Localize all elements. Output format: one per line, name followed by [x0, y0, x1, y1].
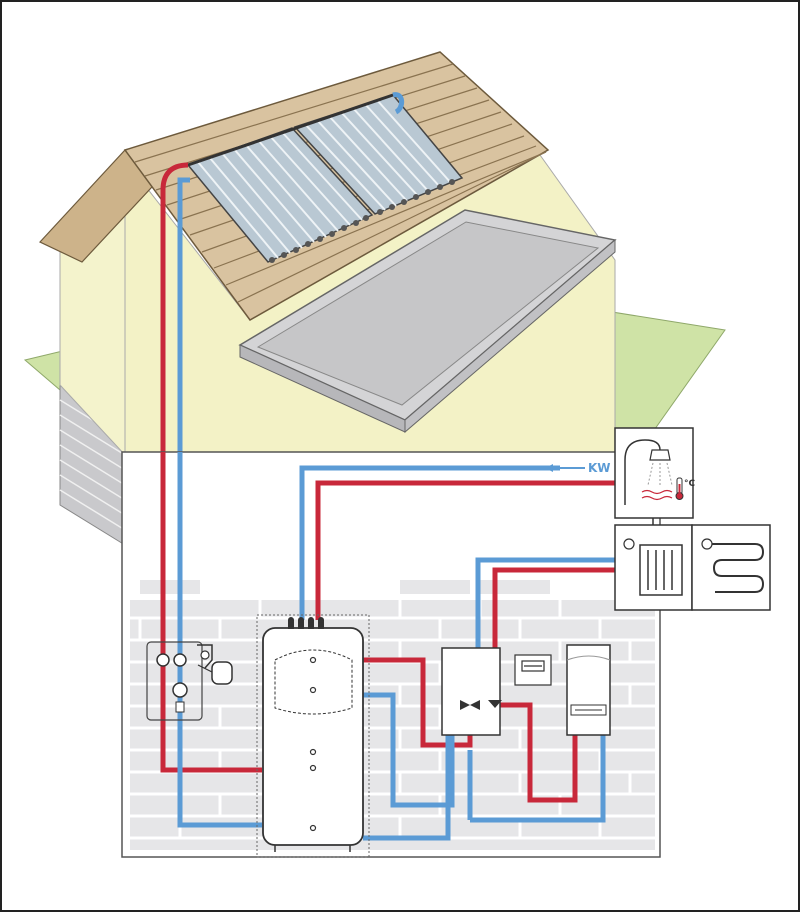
boiler-return-pipe — [470, 735, 606, 823]
return-meter-icon — [173, 653, 187, 667]
cold-water-label: KW — [588, 461, 611, 475]
shower-pipe-icon — [624, 439, 661, 505]
radiator-icon — [639, 544, 683, 596]
tank-to-mixer-cold-pipe — [363, 692, 455, 808]
solar-flow-pipe-roof — [160, 162, 189, 455]
hot-water-pipe — [315, 480, 615, 620]
storage-tank — [256, 614, 370, 858]
mixing-valve-icon — [460, 700, 480, 710]
boiler — [566, 644, 611, 736]
collector-header-pipe — [187, 93, 394, 167]
boiler-flow-pipe — [495, 702, 578, 803]
expansion-vessel-icon — [211, 661, 233, 685]
solar-flow-pipe — [160, 452, 262, 773]
hot-water-tap-box: °C — [614, 427, 696, 519]
cold-water-pipe — [299, 465, 560, 620]
solar-return-pipe-roof — [177, 177, 190, 455]
tank-dashed-outline — [256, 614, 370, 858]
cold-water-inlet-marker: KW — [545, 461, 611, 475]
heating-emitters-box — [614, 524, 771, 611]
solar-return-pipe — [177, 452, 262, 828]
temperature-unit-label: °C — [684, 479, 696, 489]
diverter-valve-icon — [488, 700, 502, 708]
flow-meter-icon — [156, 653, 170, 667]
thermometer-icon — [675, 477, 684, 500]
radiator-valve-icon — [623, 538, 635, 550]
controller — [514, 654, 552, 686]
hydraulic-module — [441, 647, 502, 736]
underfloor-valve-icon — [701, 538, 713, 550]
flat-roof-extension — [238, 209, 617, 434]
solar-pump-station — [146, 641, 233, 721]
underfloor-coil-icon — [712, 543, 765, 593]
tank-inner-heat-exchanger — [274, 649, 353, 715]
solar-pump-icon — [172, 682, 188, 698]
underfloor-heating-box — [691, 524, 771, 611]
solar-collectors — [186, 93, 464, 263]
shower-head-icon — [649, 449, 671, 461]
heat-waves-icon — [641, 489, 673, 501]
solar-return-pipe-top — [392, 92, 405, 115]
